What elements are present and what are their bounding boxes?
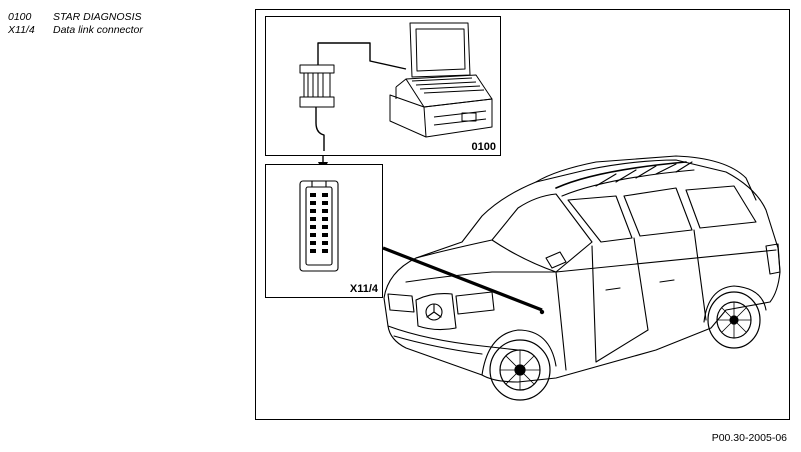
diagram-frame: 0100 X11/4 [255,9,790,420]
callout-x114: X11/4 [349,283,378,295]
legend-description: Data link connector [53,24,143,36]
legend-description: STAR DIAGNOSIS [53,11,142,23]
legend-code: 0100 [8,11,32,23]
callout-0100: 0100 [471,141,496,153]
vehicle-illustration [382,155,781,401]
legend: 0100 STAR DIAGNOSIS X11/4 Data link conn… [8,11,143,37]
connector-illustration [299,180,339,272]
star-diagnosis-box: 0100 [265,16,501,156]
data-link-connector-box: X11/4 [265,164,383,298]
legend-code: X11/4 [8,24,35,36]
connector-pins [310,193,328,253]
document-reference: P00.30-2005-06 [711,432,787,444]
legend-row-0100: 0100 STAR DIAGNOSIS [8,11,143,24]
legend-row-x114: X11/4 Data link connector [8,24,143,37]
diagnosis-laptop-illustration [299,22,493,151]
